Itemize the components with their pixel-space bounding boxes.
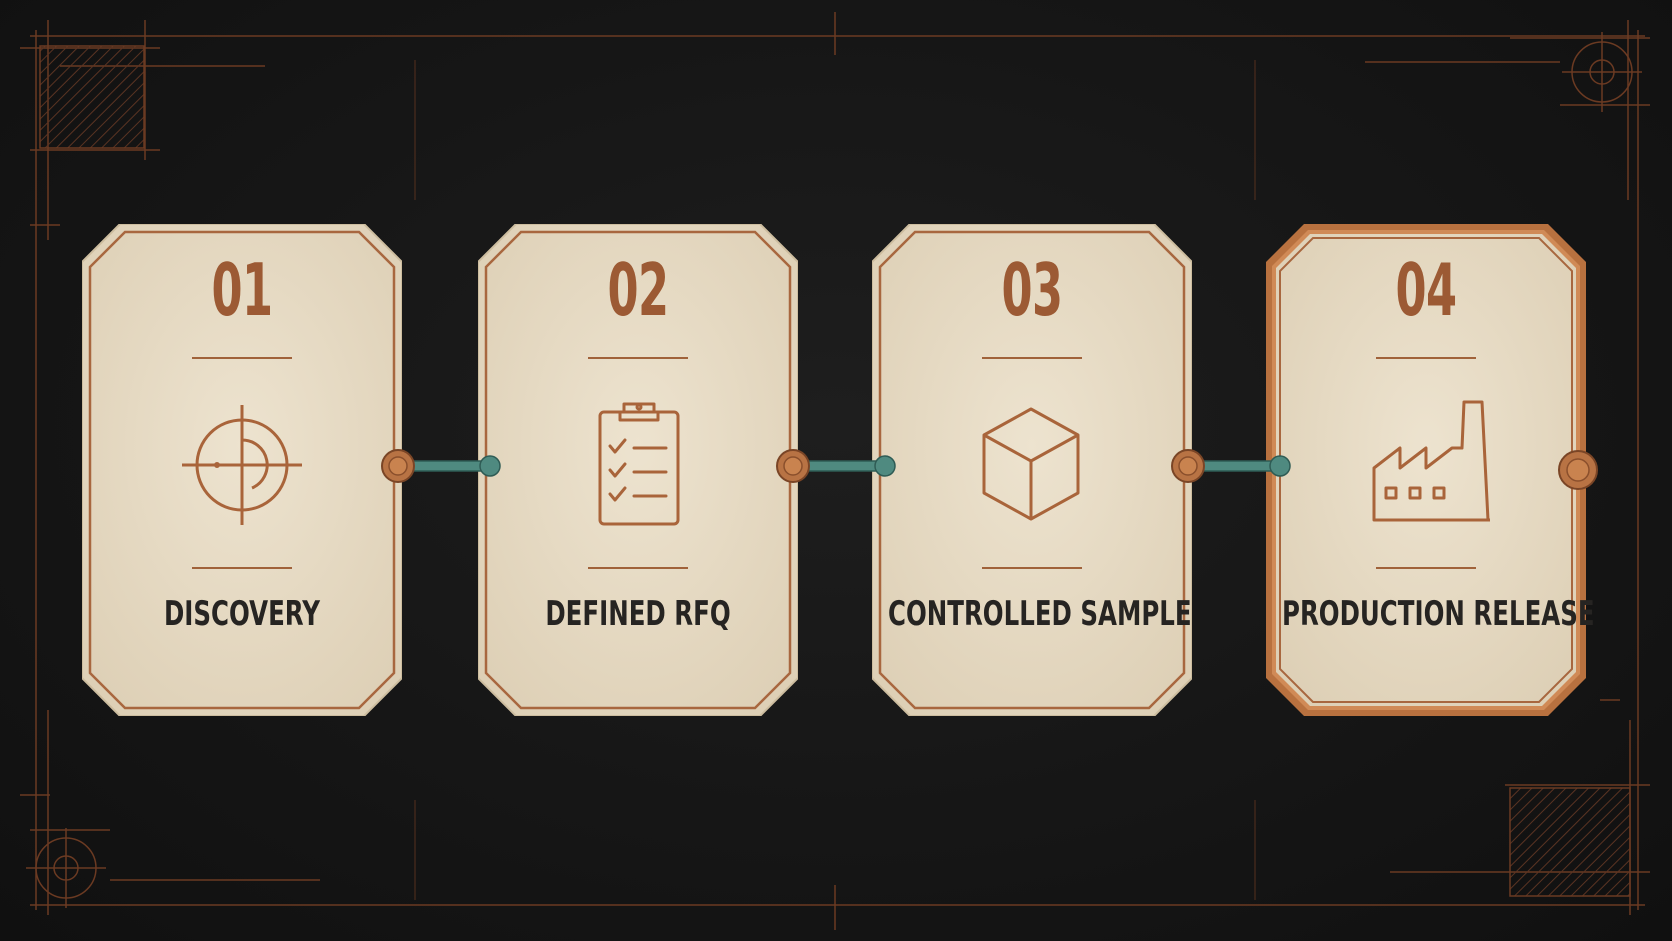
- bottom-divider: [588, 567, 688, 569]
- connector-rod: [776, 449, 896, 483]
- step-card: [478, 224, 798, 716]
- end-rivet: [1558, 450, 1598, 490]
- top-divider: [982, 357, 1082, 359]
- step-number: 03: [1001, 248, 1064, 332]
- step-label: PRODUCTION RELEASE: [1282, 594, 1595, 634]
- step-card: [1266, 224, 1586, 716]
- step-number: 02: [607, 248, 670, 332]
- connector-rod: [1171, 449, 1291, 483]
- step-number: 01: [211, 248, 274, 332]
- step-label: DISCOVERY: [163, 594, 321, 634]
- step-label: CONTROLLED SAMPLE: [888, 594, 1192, 634]
- top-divider: [588, 357, 688, 359]
- bottom-divider: [982, 567, 1082, 569]
- step-number: 04: [1395, 248, 1458, 332]
- card-frame: [1266, 224, 1586, 716]
- bottom-divider: [1376, 567, 1476, 569]
- top-divider: [192, 357, 292, 359]
- factory-icon: [1372, 400, 1490, 522]
- top-divider: [1376, 357, 1476, 359]
- cube-icon: [982, 407, 1080, 521]
- crosshair-icon: [182, 405, 302, 525]
- step-label: DEFINED RFQ: [545, 594, 731, 634]
- clipboard-checklist-icon: [598, 402, 680, 526]
- connector-rod: [381, 449, 501, 483]
- bottom-divider: [192, 567, 292, 569]
- card-frame: [478, 224, 798, 716]
